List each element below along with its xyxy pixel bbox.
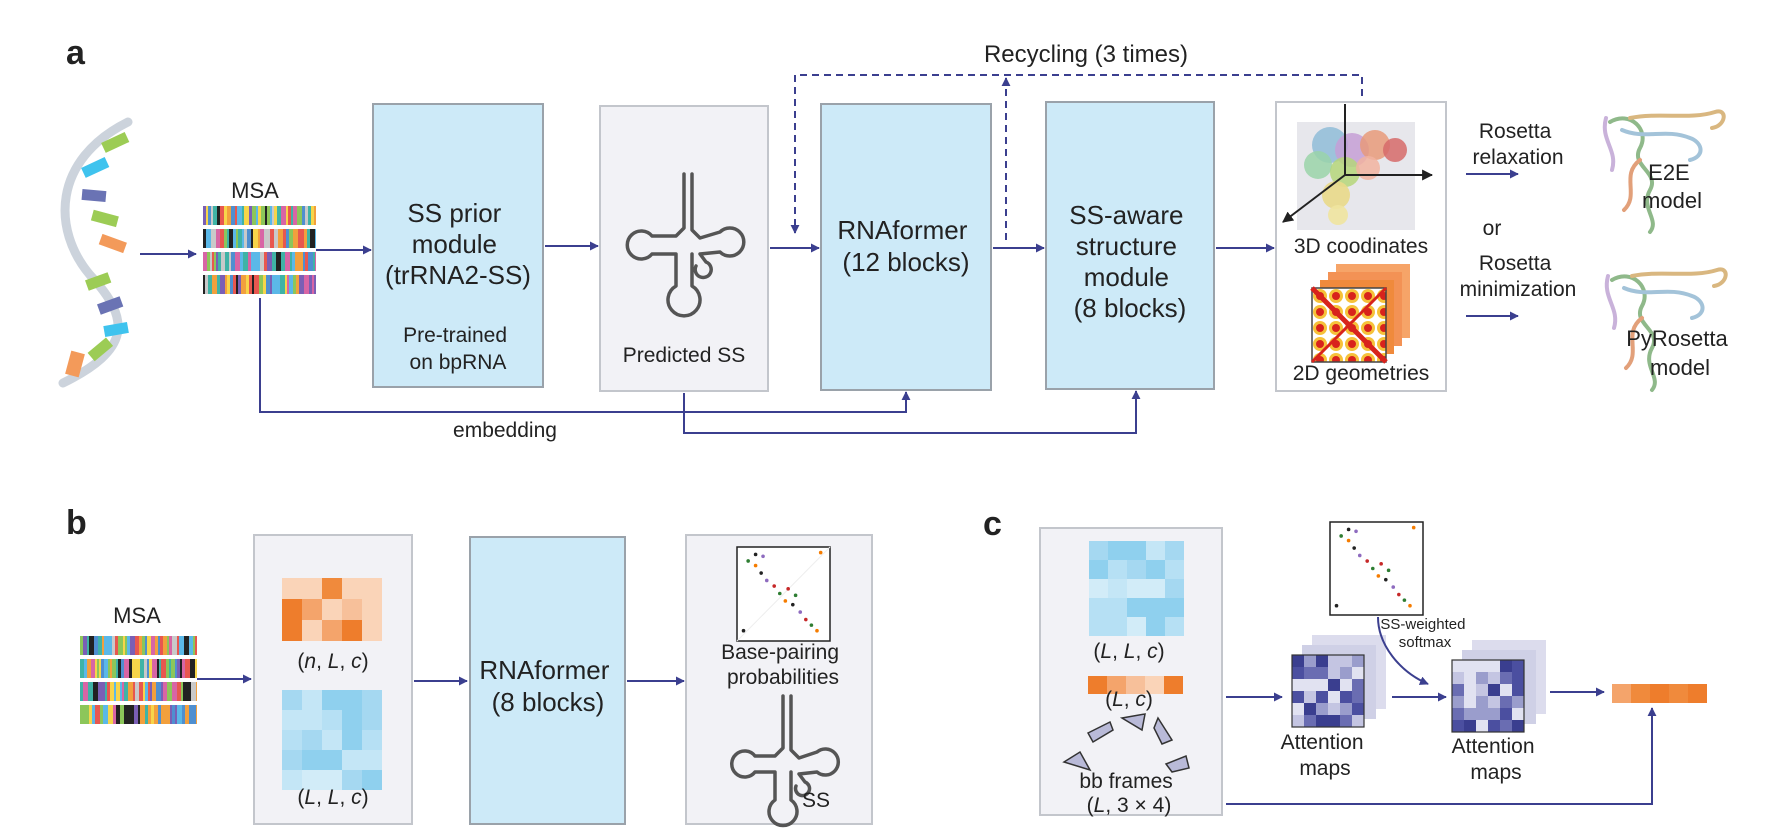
ss-cloverleaf-icon-a	[625, 172, 746, 318]
ss-label-b: SS	[802, 789, 830, 812]
pair-feature-grid-llc-c	[1089, 541, 1184, 636]
embedding-arrow-to-rnaformer	[259, 298, 911, 413]
panel-label-b: b	[66, 504, 87, 542]
pyrosetta-model-structure	[1604, 267, 1728, 392]
pair-feature-grid-nlc	[282, 578, 382, 641]
embedding-label: embedding	[453, 419, 557, 442]
rnaformer-8-box	[469, 536, 626, 825]
rnaformer-12-box	[820, 103, 992, 391]
pair-feature-grid-llc-b	[282, 690, 382, 790]
coords-label: 3D coodinates	[1294, 235, 1428, 258]
llc-label-b: (L, L, c)	[297, 786, 368, 809]
attention-maps-stack-1	[1291, 635, 1386, 728]
nlc-label: (n, L, c)	[297, 650, 368, 673]
ss-weighted-softmax-label: SS-weighted softmax	[1380, 616, 1469, 651]
e2e-model-label: E2E model	[1642, 160, 1702, 213]
output-feature-row	[1612, 684, 1707, 703]
ss-aware-structure-box	[1045, 101, 1215, 390]
ss-cloverleaf-icon-b	[730, 694, 841, 828]
predicted-ss-label: Predicted SS	[623, 344, 746, 367]
ss-prior-module-label: SS prior module (trRNA2-SS)	[385, 198, 531, 290]
rosetta-min-label: Rosetta minimization	[1460, 252, 1577, 301]
e2e-model-structure	[1602, 109, 1726, 234]
rosetta-relax-label: Rosetta relaxation	[1472, 120, 1563, 169]
attention-maps-stack-2	[1451, 640, 1546, 733]
contact-map-b	[736, 546, 831, 642]
pyrosetta-model-label: PyRosetta model	[1626, 326, 1734, 380]
pretrained-label: Pre-trained on bpRNA	[403, 324, 513, 374]
ss-arrow-to-structure	[683, 390, 1141, 434]
panel-label-a: a	[66, 34, 86, 72]
llc-label-c: (L, L, c)	[1093, 640, 1164, 663]
msa-block-a	[203, 206, 316, 294]
or-label: or	[1483, 217, 1502, 240]
rnaformer-12-label: RNAformer (12 blocks)	[837, 215, 974, 277]
recycling-loop-arrow	[790, 74, 1363, 234]
contact-map-c	[1329, 521, 1424, 616]
arrow-ss-weighted	[1377, 616, 1429, 685]
rnaformer-8-label: RNAformer (8 blocks)	[479, 655, 616, 717]
rna-strand-icon	[58, 117, 133, 388]
backbone-frames-icon	[1062, 713, 1190, 773]
lc-label: (L, c)	[1105, 688, 1153, 711]
ss-prior-module-box	[372, 103, 544, 388]
single-feature-row-lc	[1088, 676, 1183, 694]
recycling-label: Recycling (3 times)	[984, 41, 1188, 68]
msa-label-a: MSA	[231, 178, 279, 203]
msa-label-b: MSA	[113, 603, 161, 628]
msa-block-b	[80, 636, 197, 724]
geometry-maps-stack	[1310, 264, 1410, 364]
geometries-label: 2D geometries	[1293, 362, 1430, 385]
attention1-label: Attention maps	[1281, 731, 1370, 780]
panel-label-c: c	[983, 505, 1002, 543]
bb-frames-label: bb frames (L, 3 × 4)	[1079, 770, 1178, 817]
arrow-frames-to-output	[1226, 707, 1657, 805]
ss-aware-structure-label: SS-aware structure module (8 blocks)	[1069, 200, 1190, 323]
coordinate-axes-icon	[1282, 104, 1434, 223]
bpp-label: Base-pairing probabilities	[721, 641, 845, 689]
attention2-label: Attention maps	[1452, 735, 1541, 784]
